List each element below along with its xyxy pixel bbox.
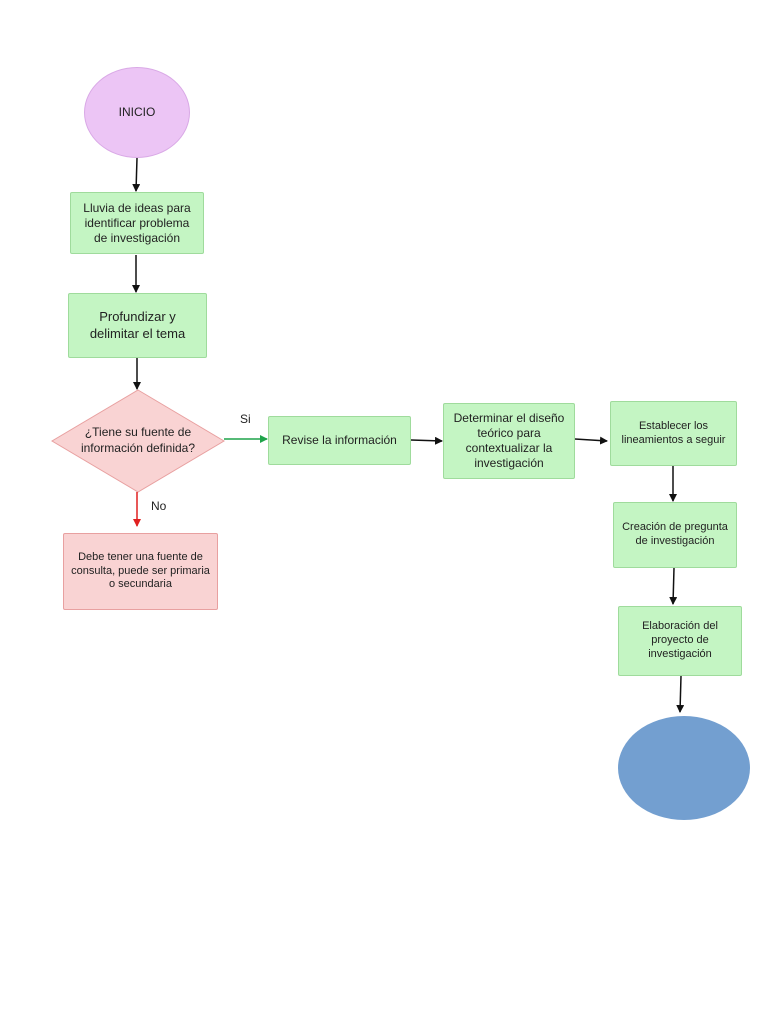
- decision-label: ¿Tiene su fuente de información definida…: [80, 425, 196, 455]
- delimit-topic-label: Profundizar y delimitar el tema: [89, 309, 186, 341]
- arrow-revise-to-design: [410, 436, 443, 445]
- review-info-step: Revise la información: [268, 416, 411, 465]
- research-question-label: Creación de pregunta de investigación: [622, 521, 728, 547]
- project-elaboration-label: Elaboración del proyecto de investigació…: [642, 620, 718, 660]
- review-info-label: Revise la información: [282, 433, 397, 447]
- arrow-question-to-project: [669, 567, 678, 605]
- end-node: [618, 716, 750, 820]
- brainstorm-label: Lluvia de ideas para identificar problem…: [83, 200, 191, 245]
- theoretical-design-label: Determinar el diseño teórico para contex…: [453, 411, 565, 470]
- source-required-note: Debe tener una fuente de consulta, puede…: [63, 533, 218, 610]
- brainstorm-step: Lluvia de ideas para identificar problem…: [70, 192, 204, 254]
- start-node: INICIO: [84, 67, 190, 158]
- theoretical-design-step: Determinar el diseño teórico para contex…: [443, 403, 575, 479]
- research-question-step: Creación de pregunta de investigación: [613, 502, 737, 568]
- yes-label: Si: [240, 412, 251, 426]
- guidelines-step: Establecer los lineamientos a seguir: [610, 401, 737, 466]
- start-label: INICIO: [118, 105, 156, 119]
- source-required-label: Debe tener una fuente de consulta, puede…: [71, 550, 210, 591]
- guidelines-label: Establecer los lineamientos a seguir: [621, 419, 726, 446]
- decision-diamond: [51, 389, 225, 493]
- delimit-topic-step: Profundizar y delimitar el tema: [68, 293, 207, 358]
- no-label: No: [151, 499, 167, 513]
- arrow-start-to-step1: [132, 157, 141, 192]
- arrow-design-to-establish: [574, 436, 608, 445]
- arrow-project-to-end: [676, 675, 685, 713]
- project-elaboration-step: Elaboración del proyecto de investigació…: [618, 606, 742, 676]
